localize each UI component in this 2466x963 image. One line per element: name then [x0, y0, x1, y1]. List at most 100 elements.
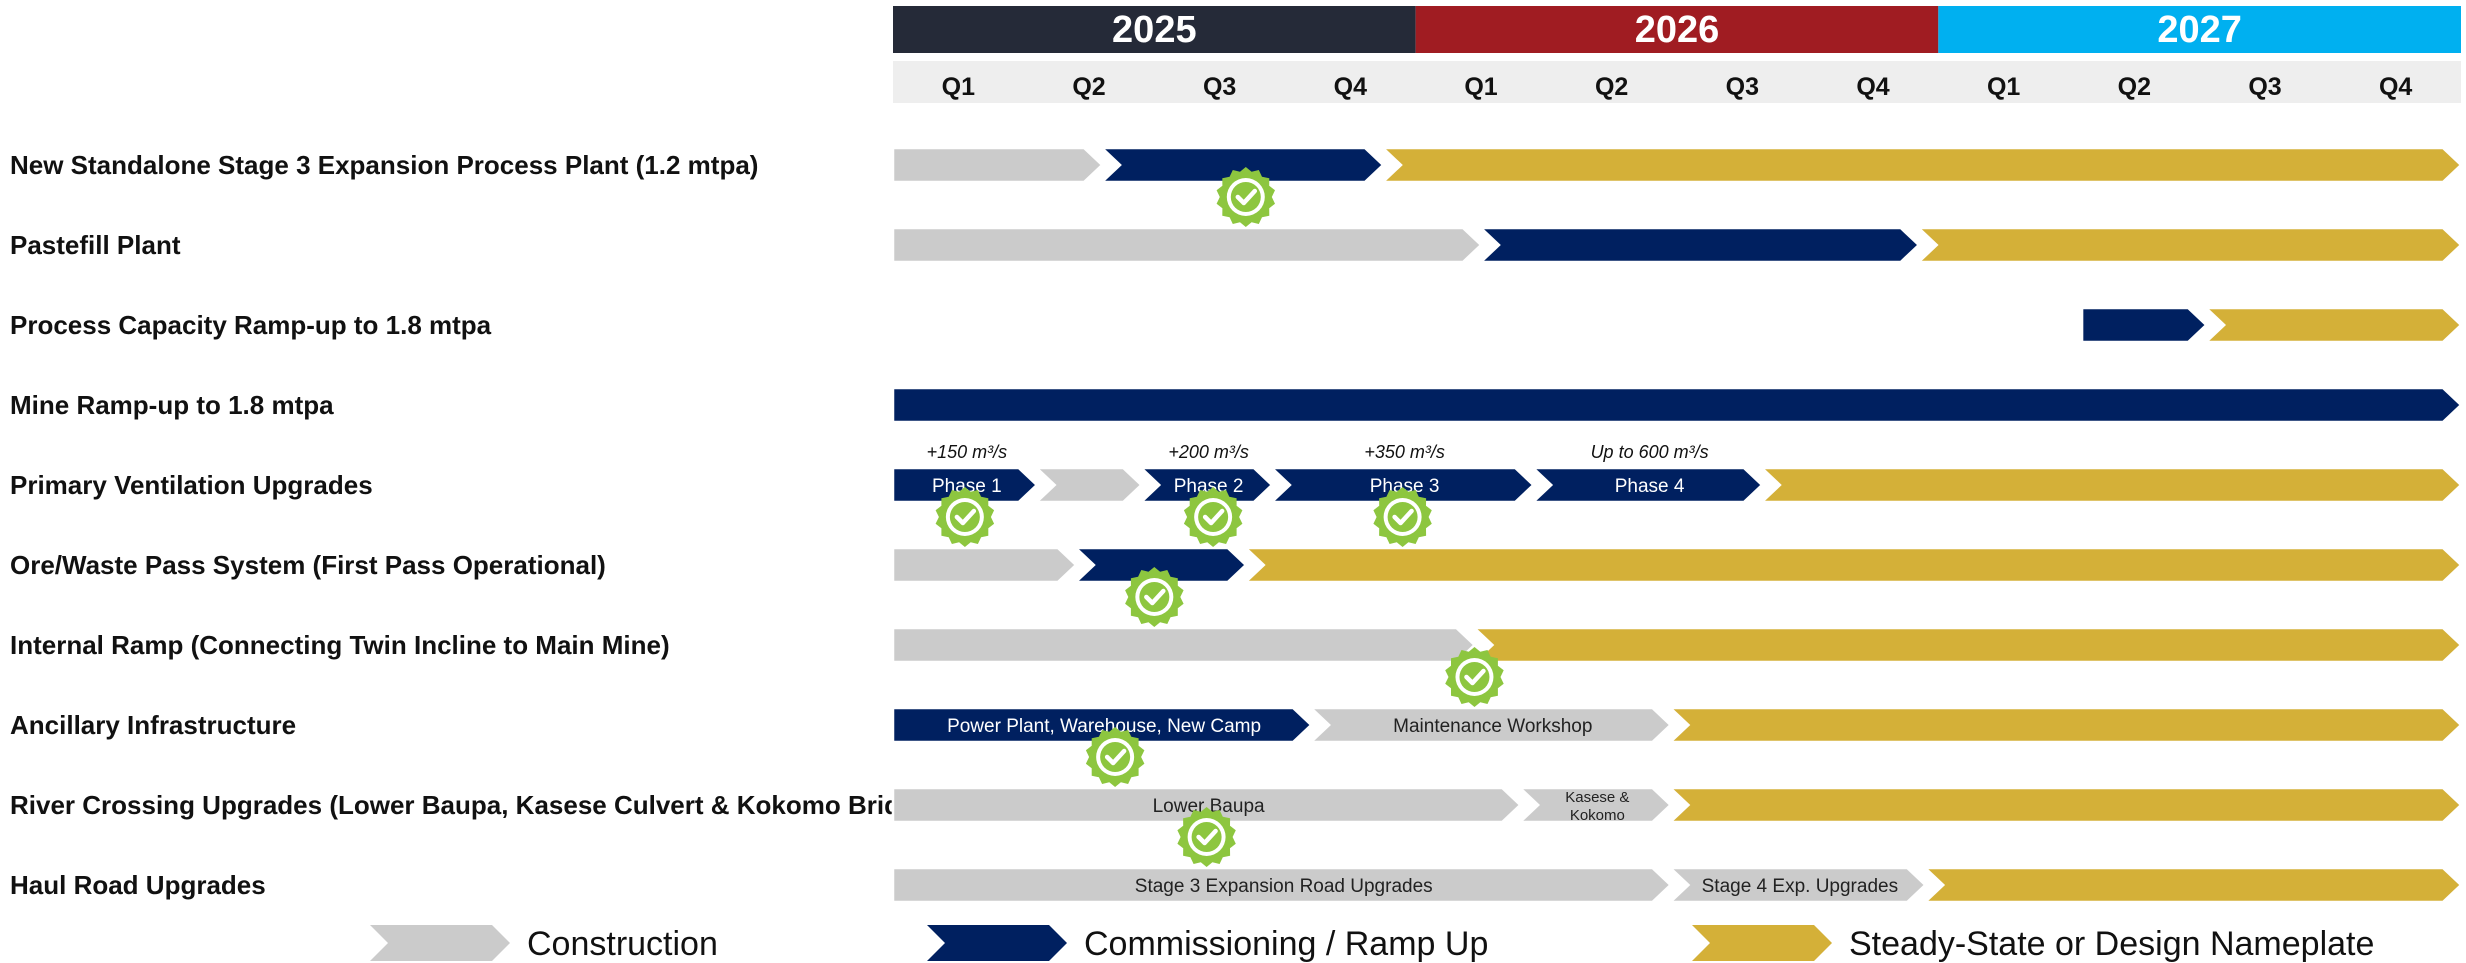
bar-label: Stage 3 Expansion Road Upgrades — [1135, 876, 1433, 897]
year-label: 2027 — [2157, 9, 2242, 51]
check-badge-icon — [1125, 567, 1184, 627]
year-band-2027 — [1938, 6, 2461, 53]
check-badge-icon — [1085, 727, 1145, 787]
bar-label: Kasese & — [1565, 789, 1629, 806]
construction-bar — [1667, 866, 1928, 904]
bar-label: Lower Baupa — [1153, 796, 1265, 817]
bar-label: Phase 3 — [1370, 476, 1440, 497]
construction-legend-swatch — [370, 925, 510, 961]
check-badge-icon — [1183, 487, 1243, 547]
construction-bar — [1517, 786, 1673, 824]
commissioning-legend-swatch — [927, 925, 1067, 961]
commissioning-bar — [1477, 226, 1921, 264]
bar-label: Maintenance Workshop — [1393, 716, 1592, 737]
construction-bar — [1307, 706, 1673, 744]
quarter-label: Q2 — [1072, 73, 1105, 101]
row-label: New Standalone Stage 3 Expansion Process… — [10, 150, 758, 180]
construction-bar — [891, 866, 1673, 904]
commissioning-bar — [891, 706, 1313, 744]
bar-label: Phase 4 — [1615, 476, 1685, 497]
check-badge-icon — [935, 487, 995, 547]
bar-label: Stage 4 Exp. Upgrades — [1702, 876, 1898, 897]
commissioning-bar — [1072, 546, 1248, 584]
quarter-label: Q2 — [1595, 73, 1628, 101]
timeline-row: Ore/Waste Pass System (First Pass Operat… — [10, 546, 2463, 584]
quarter-label: Q1 — [942, 73, 975, 101]
quarter-label: Q2 — [2118, 73, 2151, 101]
quarter-label: Q3 — [1726, 73, 1759, 101]
row-label: Internal Ramp (Connecting Twin Incline t… — [10, 630, 670, 660]
bar-label: Kokomo — [1570, 807, 1625, 824]
flow-note: +350 m³/s — [1364, 442, 1445, 462]
steady-bar — [1922, 866, 2463, 904]
year-label: 2026 — [1635, 9, 1720, 51]
steady-bar — [1471, 626, 2463, 664]
row-label: Haul Road Upgrades — [10, 870, 266, 900]
commissioning-bar — [891, 466, 1039, 504]
construction-bar — [891, 626, 1477, 664]
flow-note: +200 m³/s — [1168, 442, 1249, 462]
check-badge-icon — [1216, 167, 1275, 227]
row-label: Mine Ramp-up to 1.8 mtpa — [10, 390, 334, 420]
steady-bar — [1242, 546, 2463, 584]
commissioning-bar — [891, 386, 2463, 424]
commissioning-bar — [2080, 306, 2209, 344]
timeline-row: New Standalone Stage 3 Expansion Process… — [10, 146, 2463, 184]
quarter-band — [893, 61, 2461, 103]
row-label: Ore/Waste Pass System (First Pass Operat… — [10, 550, 606, 580]
row-label: Ancillary Infrastructure — [10, 710, 296, 740]
bar-label: Phase 1 — [932, 476, 1002, 497]
commissioning-bar — [1098, 146, 1385, 184]
row-label: Primary Ventilation Upgrades — [10, 470, 373, 500]
legend-label: Steady-State or Design Nameplate — [1849, 925, 2374, 963]
check-badge-icon — [1445, 647, 1504, 707]
construction-bar — [891, 546, 1078, 584]
bar-label: Power Plant, Warehouse, New Camp — [947, 716, 1261, 737]
legend-label: Commissioning / Ramp Up — [1084, 925, 1488, 963]
timeline-row: Mine Ramp-up to 1.8 mtpa — [10, 386, 2463, 424]
quarter-label: Q1 — [1987, 73, 2020, 101]
timeline-row: Internal Ramp (Connecting Twin Incline t… — [10, 626, 2463, 664]
milestone-checks — [935, 167, 1504, 867]
commissioning-bar — [1138, 466, 1274, 504]
commissioning-bar — [1530, 466, 1764, 504]
year-band-2026 — [1415, 6, 1939, 53]
steady-bar — [1667, 786, 2463, 824]
check-badge-icon — [1373, 487, 1432, 547]
steady-bar — [1379, 146, 2463, 184]
construction-bar — [891, 226, 1483, 264]
steady-legend-swatch — [1692, 925, 1832, 961]
year-band-2025 — [893, 6, 1416, 53]
quarter-label: Q4 — [1334, 73, 1367, 101]
steady-bar — [1667, 706, 2463, 744]
timeline-row: Ancillary Infrastructure Power Plant, War… — [10, 706, 2463, 744]
timeline-rows: New Standalone Stage 3 Expansion Process… — [10, 146, 2463, 904]
quarter-label: Q4 — [1856, 73, 1889, 101]
year-label: 2025 — [1112, 9, 1197, 51]
quarter-label: Q1 — [1464, 73, 1497, 101]
legend-label: Construction — [527, 925, 718, 963]
row-label: Process Capacity Ramp-up to 1.8 mtpa — [10, 310, 492, 340]
steady-bar — [1758, 466, 2463, 504]
timeline-row: Pastefill Plant — [10, 226, 2463, 264]
construction-bar — [891, 786, 1523, 824]
quarter-label: Q3 — [1203, 73, 1236, 101]
timeline-row: Haul Road Upgrades Stage 3 Expansion Road… — [10, 866, 2463, 904]
steady-bar — [1915, 226, 2463, 264]
construction-bar — [1033, 466, 1144, 504]
construction-bar — [891, 146, 1104, 184]
legend: Construction Commissioning / Ramp Up Stead… — [370, 925, 2374, 963]
flow-note: +150 m³/s — [927, 442, 1008, 462]
timeline-row: Primary Ventilation Upgrades Phase 1 +150 … — [10, 442, 2463, 504]
timeline-row: Process Capacity Ramp-up to 1.8 mtpa — [10, 306, 2463, 344]
steady-bar — [2203, 306, 2463, 344]
row-label: Pastefill Plant — [10, 230, 181, 260]
row-label: River Crossing Upgrades (Lower Baupa, Ka… — [10, 790, 939, 820]
quarter-label: Q3 — [2248, 73, 2281, 101]
timeline-row: River Crossing Upgrades (Lower Baupa, Ka… — [10, 786, 2463, 824]
commissioning-bar — [1268, 466, 1536, 504]
flow-note: Up to 600 m³/s — [1591, 442, 1709, 462]
quarter-label: Q4 — [2379, 73, 2412, 101]
